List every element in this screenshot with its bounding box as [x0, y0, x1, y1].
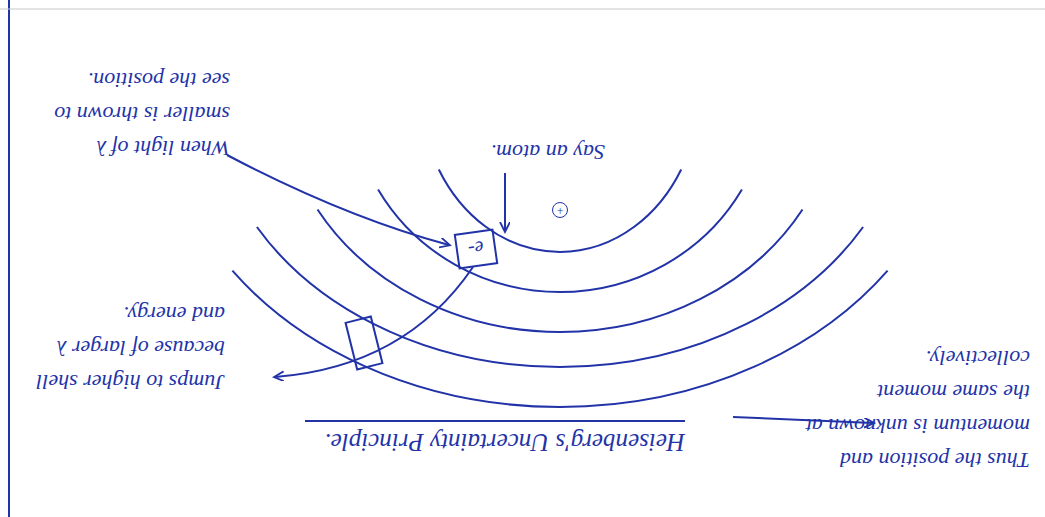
- node-text: e-: [467, 237, 486, 262]
- diagram-title: Heisenberg's Uncertainty Principle.: [295, 425, 685, 459]
- note-text: Say an atom.: [455, 135, 605, 169]
- title-underline: [305, 420, 685, 422]
- page-edge: [0, 9, 1045, 10]
- electron-shell: [232, 271, 887, 407]
- electron-shell: [257, 227, 863, 367]
- leader-arrow: [504, 173, 506, 231]
- note-text: When light of λ smaller is thrown to see…: [45, 63, 230, 165]
- node-text: +: [557, 204, 564, 216]
- jump-arrow: [275, 267, 473, 377]
- electron-box: e-: [454, 228, 499, 269]
- note-text: Jumps to higher shell because of larger …: [30, 297, 225, 399]
- light-arrow: [227, 155, 449, 245]
- nucleus-circle: +: [552, 202, 568, 218]
- note-text: Thus the position and momentum is unknow…: [795, 341, 1030, 477]
- margin-line: [8, 0, 10, 517]
